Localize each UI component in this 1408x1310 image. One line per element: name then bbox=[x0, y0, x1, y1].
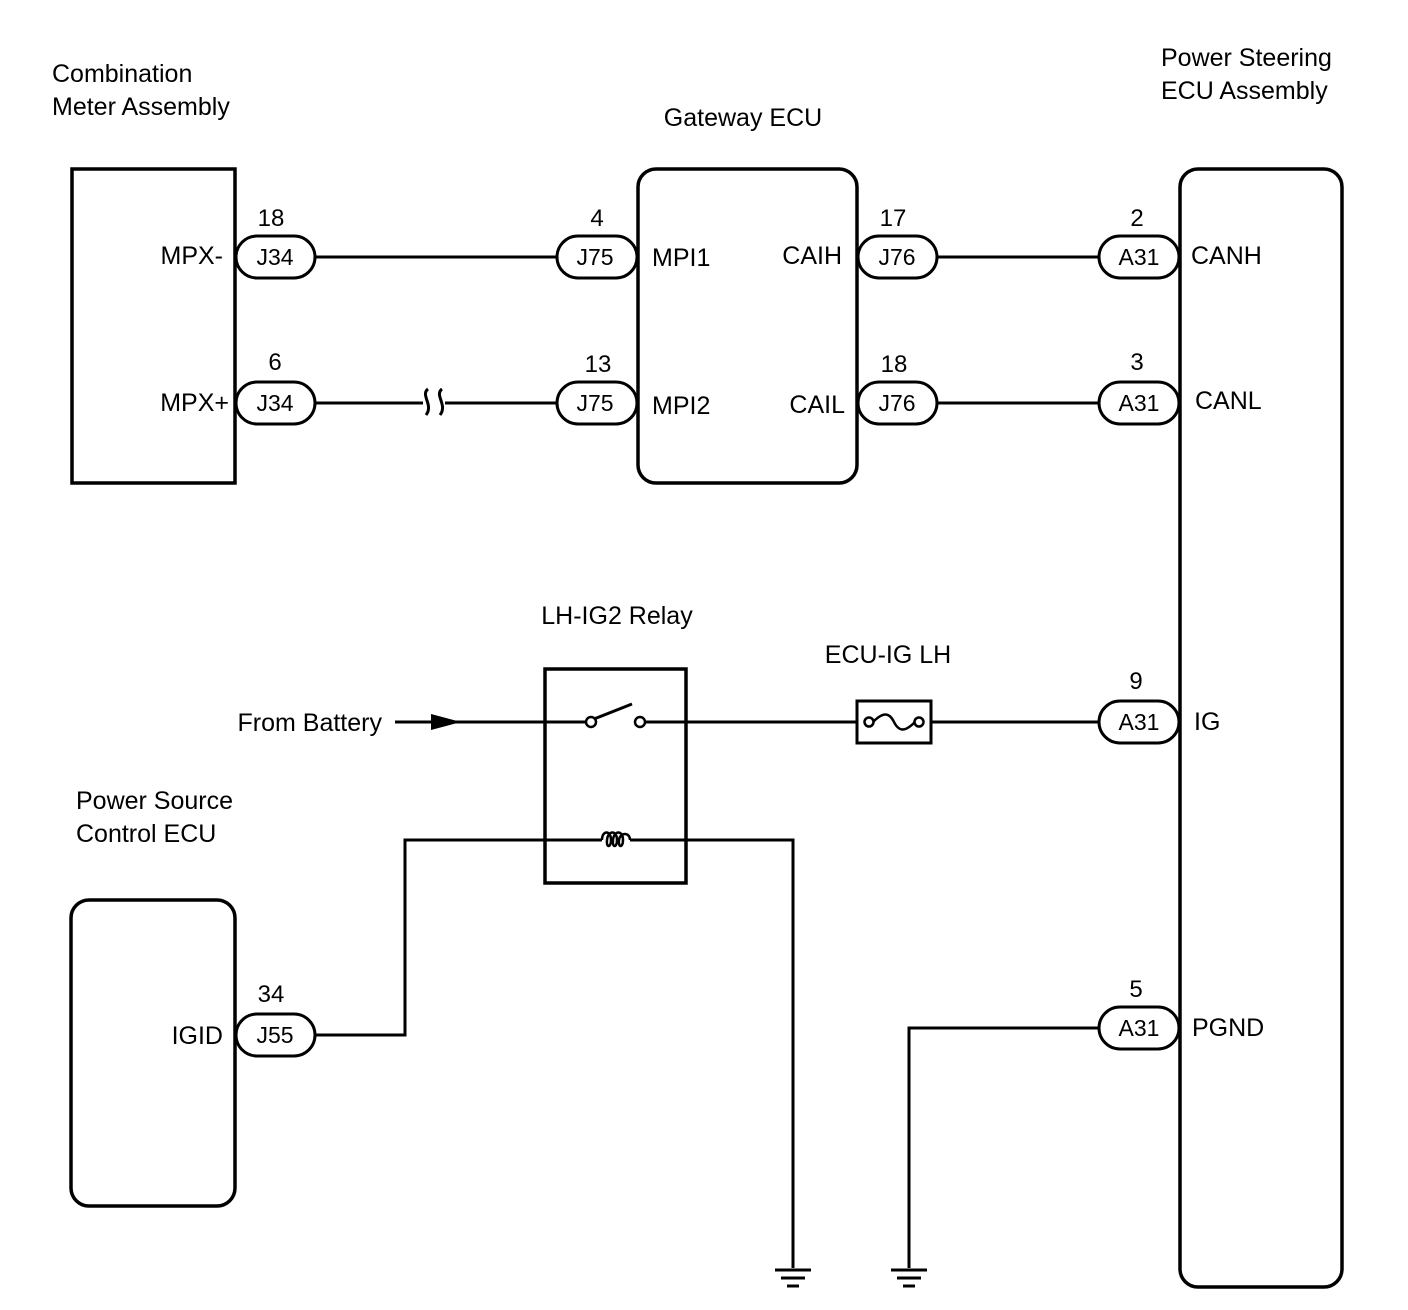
connector-label: J76 bbox=[878, 244, 915, 270]
fuse-title: ECU-IG LH bbox=[825, 641, 951, 669]
connector-label: J75 bbox=[576, 244, 613, 270]
connector-label: A31 bbox=[1119, 244, 1160, 270]
wire-igid-to-coil bbox=[315, 838, 602, 1037]
connector-j34-pin6: 6 J34 bbox=[234, 349, 317, 426]
power-steering-ecu-title-line2: ECU Assembly bbox=[1161, 77, 1328, 105]
connector-a31-pin2: 2 A31 bbox=[1097, 205, 1181, 280]
pin-number: 17 bbox=[880, 205, 907, 232]
connector-j76-pin18: 18 J76 bbox=[856, 351, 939, 426]
pin-number: 18 bbox=[881, 351, 908, 378]
pin-number: 18 bbox=[258, 205, 285, 232]
relay-switch-icon bbox=[584, 702, 647, 729]
combination-meter-title-line2: Meter Assembly bbox=[52, 93, 230, 121]
terminal-mpx-minus: MPX- bbox=[161, 242, 224, 270]
connector-label: J55 bbox=[256, 1022, 293, 1048]
connector-a31-pin3: 3 A31 bbox=[1097, 349, 1181, 426]
connector-a31-pin9: 9 A31 bbox=[1097, 668, 1181, 745]
wire-break-mark-right bbox=[437, 387, 445, 416]
gateway-ecu-title: Gateway ECU bbox=[664, 104, 822, 132]
connector-a31-pin5: 5 A31 bbox=[1097, 976, 1181, 1051]
terminal-mpi2: MPI2 bbox=[652, 392, 710, 420]
pin-number: 34 bbox=[258, 981, 285, 1008]
connector-j76-pin17: 17 J76 bbox=[856, 205, 939, 280]
connector-label: A31 bbox=[1119, 1015, 1160, 1041]
relay-title: LH-IG2 Relay bbox=[541, 602, 693, 630]
connector-label: J34 bbox=[256, 244, 293, 270]
wire-break-mark-left bbox=[423, 387, 431, 416]
connector-j34-pin18: 18 J34 bbox=[234, 205, 317, 280]
connector-j75-pin4: 4 J75 bbox=[555, 205, 639, 280]
power-steering-ecu-box bbox=[1178, 167, 1344, 1289]
wire-coil-to-ground bbox=[630, 838, 795, 1268]
ground-icon bbox=[891, 1268, 927, 1288]
connector-label: J34 bbox=[256, 390, 293, 416]
terminal-mpx-plus: MPX+ bbox=[160, 389, 229, 417]
connector-j75-pin13: 13 J75 bbox=[555, 351, 639, 426]
terminal-cail: CAIL bbox=[789, 391, 845, 419]
pin-number: 4 bbox=[590, 205, 603, 232]
pin-number: 6 bbox=[268, 349, 281, 376]
wire-pgnd-to-ground bbox=[907, 1026, 1099, 1268]
relay-box bbox=[543, 667, 688, 885]
connector-j55-pin34: 34 J55 bbox=[234, 981, 317, 1058]
pin-number: 3 bbox=[1130, 349, 1143, 376]
gateway-ecu-box bbox=[636, 167, 859, 485]
terminal-igid: IGID bbox=[172, 1022, 223, 1050]
fuse-icon bbox=[855, 699, 933, 745]
terminal-canl: CANL bbox=[1195, 387, 1262, 415]
connector-label: J76 bbox=[878, 390, 915, 416]
pin-number: 9 bbox=[1129, 668, 1142, 695]
terminal-ig: IG bbox=[1194, 708, 1220, 736]
power-source-ecu-title-line1: Power Source bbox=[76, 787, 233, 815]
ground-icon bbox=[775, 1268, 811, 1288]
terminal-canh: CANH bbox=[1191, 242, 1262, 270]
relay-coil-icon bbox=[600, 831, 632, 848]
power-source-ecu-box bbox=[69, 898, 237, 1208]
power-steering-ecu-title-line1: Power Steering bbox=[1161, 44, 1332, 72]
terminal-pgnd: PGND bbox=[1192, 1014, 1264, 1042]
combination-meter-box bbox=[70, 167, 237, 485]
combination-meter-title-line1: Combination bbox=[52, 60, 192, 88]
pin-number: 13 bbox=[585, 351, 612, 378]
battery-arrow-icon bbox=[431, 714, 461, 730]
terminal-mpi1: MPI1 bbox=[652, 244, 710, 272]
terminal-caih: CAIH bbox=[782, 242, 842, 270]
connector-label: A31 bbox=[1119, 709, 1160, 735]
from-battery-label: From Battery bbox=[238, 709, 383, 737]
pin-number: 2 bbox=[1130, 205, 1143, 232]
pin-number: 5 bbox=[1129, 976, 1142, 1003]
connector-label: J75 bbox=[576, 390, 613, 416]
connector-label: A31 bbox=[1119, 390, 1160, 416]
power-source-ecu-title-line2: Control ECU bbox=[76, 820, 216, 848]
